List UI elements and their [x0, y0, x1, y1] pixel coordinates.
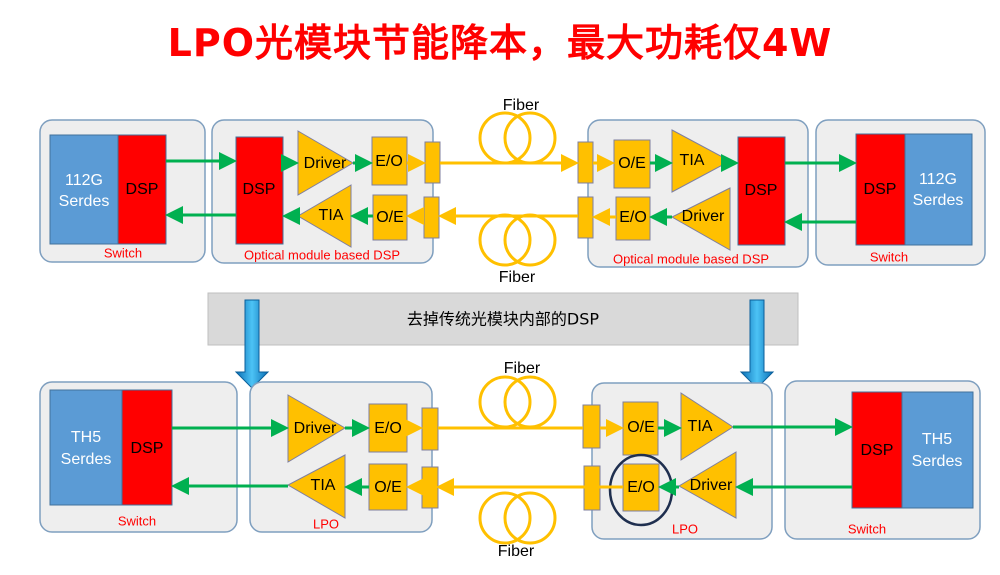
diagram-shape	[739, 299, 775, 389]
diagram-label: E/O	[374, 420, 402, 437]
diagram-label: E/O	[375, 153, 403, 170]
diagram-label: Optical module based DSP	[613, 251, 769, 266]
eo-converter	[615, 196, 651, 241]
diagram-label: O/E	[376, 209, 404, 226]
diagram-label: Driver	[690, 477, 733, 494]
slide-title: LPO光模块节能降本，最大功耗仅4W	[167, 21, 833, 65]
diagram-label: E/O	[627, 479, 655, 496]
top-module-right: O/E TIA DSP Driver E/O Optical module ba…	[577, 119, 809, 268]
diagram-label: 112G	[919, 171, 957, 188]
dsp-block	[851, 391, 903, 509]
diagram-label: Switch	[118, 513, 156, 528]
connector	[424, 141, 441, 184]
down-arrow-icon	[739, 299, 775, 389]
diagram-label: 112G	[65, 172, 103, 189]
oe-converter	[368, 463, 408, 511]
diagram-label: O/E	[618, 155, 646, 172]
bottom-switch-right: DSP TH5 Serdes Switch	[784, 380, 981, 540]
connector	[421, 407, 439, 451]
diagram-label: E/O	[619, 209, 647, 226]
connector	[421, 466, 439, 509]
down-arrow-icon	[234, 299, 270, 389]
connector	[423, 196, 440, 239]
diagram-label: Switch	[848, 521, 886, 536]
dsp-block	[737, 136, 786, 246]
dsp-block	[235, 136, 284, 245]
dsp-block	[117, 134, 167, 245]
connector	[577, 196, 594, 239]
diagram-label: O/E	[627, 419, 655, 436]
diagram-label: Switch	[870, 249, 908, 264]
diagram-label: DSP	[745, 182, 778, 199]
diagram-label: Optical module based DSP	[244, 247, 400, 262]
serdes-block	[901, 391, 974, 509]
serdes-block	[904, 133, 973, 246]
diagram-label: TIA	[680, 152, 705, 169]
bottom-lpo-right: O/E TIA E/O Driver LPO	[582, 382, 773, 540]
diagram-label: LPO	[313, 516, 339, 531]
bottom-switch-left: TH5 Serdes DSP Switch	[39, 381, 238, 533]
diagram-label: TH5	[71, 429, 101, 446]
diagram-label: TIA	[311, 477, 336, 494]
diagram-label: Serdes	[913, 192, 964, 209]
diagram-label: Driver	[294, 420, 337, 437]
connector	[577, 141, 594, 184]
top-switch-right: DSP 112G Serdes Switch	[815, 119, 986, 266]
dsp-block	[121, 389, 173, 506]
diagram-shape	[207, 292, 799, 346]
diagram-label: TH5	[922, 431, 952, 448]
eo-converter	[622, 463, 660, 512]
oe-converter	[372, 194, 408, 241]
bottom-links	[171, 418, 853, 496]
oe-converter	[613, 139, 651, 189]
diagram-label: 去掉传统光模块内部的DSP	[407, 310, 599, 329]
diagram-label: TIA	[688, 418, 713, 435]
diagram-shape	[478, 491, 532, 545]
diagram-label: Serdes	[912, 453, 963, 470]
bottom-fiber: Fiber Fiber	[478, 360, 557, 560]
diagram-label: DSP	[126, 181, 159, 198]
diagram-shape	[503, 491, 557, 545]
diagram-label: Fiber	[498, 543, 535, 560]
diagram-label: Serdes	[61, 451, 112, 468]
dsp-removal-banner: 去掉传统光模块内部的DSP	[207, 292, 799, 346]
diagram-label: Switch	[104, 245, 142, 260]
driver-amplifier	[670, 187, 731, 251]
diagram-label: DSP	[864, 181, 897, 198]
top-switch-left: 112G Serdes DSP Switch	[39, 119, 206, 263]
top-links	[165, 152, 857, 231]
diagram-label: LPO	[672, 521, 698, 536]
serdes-block	[49, 134, 119, 245]
diagram-label: Serdes	[59, 193, 110, 210]
diagram-label: DSP	[243, 181, 276, 198]
diagram-label: TIA	[319, 207, 344, 224]
top-module-left: DSP Driver E/O TIA O/E Optical module ba…	[211, 119, 441, 264]
serdes-block	[49, 389, 123, 506]
top-fiber: Fiber Fiber	[478, 97, 557, 286]
diagram-label: Driver	[304, 155, 347, 172]
diagram-label: DSP	[131, 440, 164, 457]
diagram-label: Driver	[682, 208, 725, 225]
connector	[582, 404, 601, 449]
diagram-label: O/E	[374, 479, 402, 496]
bottom-lpo-left: Driver E/O TIA O/E LPO	[249, 381, 439, 533]
diagram-label: Fiber	[503, 97, 540, 114]
dsp-block	[855, 133, 906, 246]
diagram-label: Fiber	[499, 269, 536, 286]
diagram-shape	[234, 299, 270, 389]
diagram-label: DSP	[861, 442, 894, 459]
diagram-label: Fiber	[504, 360, 541, 377]
